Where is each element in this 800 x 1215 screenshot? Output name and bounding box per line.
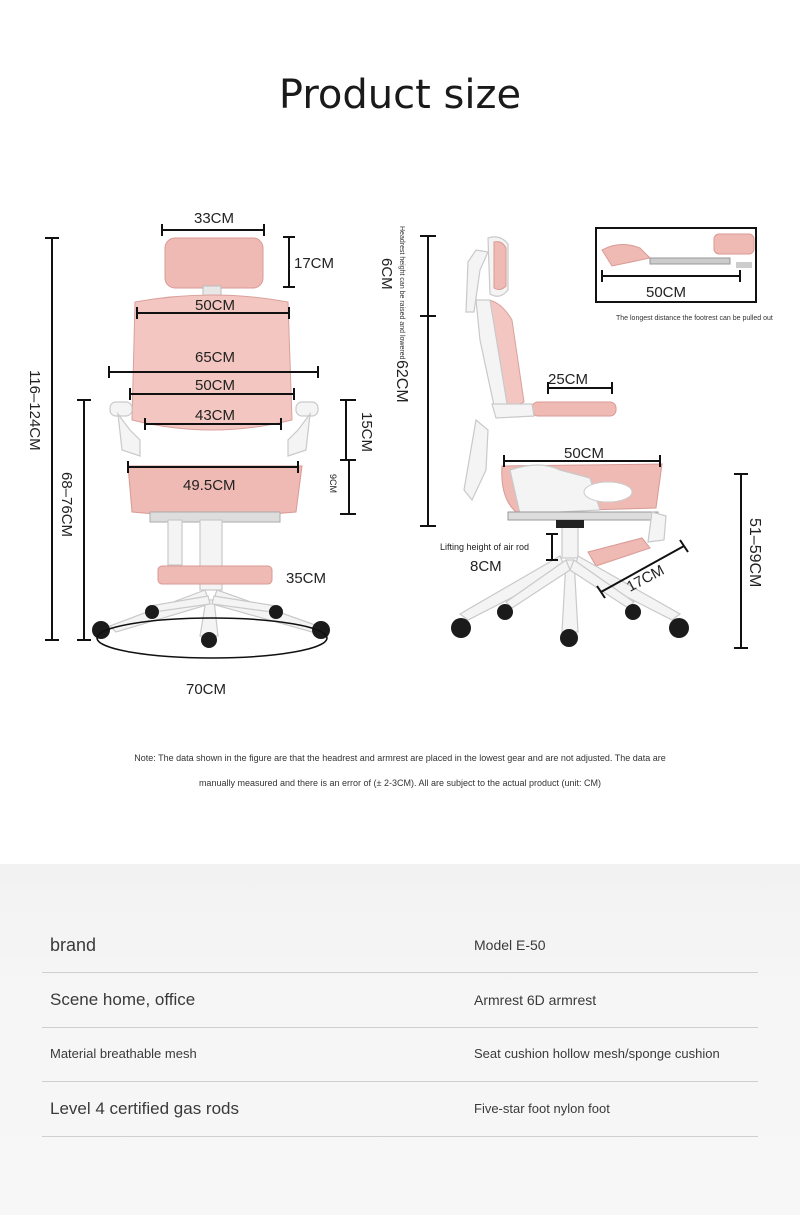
seat-back-width-label: 43CM [195, 407, 235, 424]
headrest-width-label: 33CM [194, 210, 234, 227]
front-chair-illustration [92, 237, 330, 659]
spec-brand: brand [50, 935, 97, 955]
front-dimension-lines [45, 224, 356, 641]
seat-thickness-label: 9CM [328, 474, 338, 493]
headrest-height-label: 17CM [294, 255, 334, 272]
headrest-adjust-label: 6CM [378, 258, 395, 290]
lifting-height-value: 8CM [470, 558, 502, 575]
seat-height-label: 51–59CM [746, 518, 763, 587]
spec-row: Scene home, office Armrest 6D armrest [42, 973, 758, 1028]
note-line-1: Note: The data shown in the figure are t… [134, 753, 666, 763]
armrest-height-label: 68–76CM [58, 472, 75, 537]
overall-width-label: 65CM [195, 349, 235, 366]
spec-armrest: Armrest 6D armrest [474, 992, 597, 1008]
dimension-diagram: 33CM 17CM 50CM 65CM 50CM 43CM 49.5CM 35C… [26, 210, 773, 698]
seat-width-label: 49.5CM [183, 477, 236, 494]
base-diameter-label: 70CM [186, 681, 226, 698]
footrest-extension-inset [595, 227, 757, 303]
armrest-adjust-label: 15CM [358, 412, 375, 452]
spec-gas-rod: Level 4 certified gas rods [50, 1099, 239, 1118]
backrest-top-width-label: 50CM [195, 297, 235, 314]
page-title: Product size [278, 72, 522, 118]
headrest-adjust-note: Headrest height can be raised and lowere… [398, 226, 405, 360]
seat-depth-label: 50CM [564, 445, 604, 462]
note-line-2: manually measured and there is an error … [198, 778, 602, 788]
backrest-height-label: 62CM [393, 360, 410, 403]
spec-row: Material breathable mesh Seat cushion ho… [42, 1027, 758, 1082]
spec-row: brand Model E-50 [42, 918, 758, 973]
side-chair-illustration [451, 236, 689, 647]
spec-model: Model E-50 [474, 937, 546, 953]
measurement-note: Note: The data shown in the figure are t… [80, 746, 720, 796]
spec-foot: Five-star foot nylon foot [474, 1101, 610, 1116]
spec-table: brand Model E-50 Scene home, office Armr… [0, 864, 800, 1215]
spec-seat-cushion: Seat cushion hollow mesh/sponge cushion [474, 1046, 720, 1061]
spec-row: Level 4 certified gas rods Five-star foo… [42, 1082, 758, 1137]
spec-material: Material breathable mesh [50, 1046, 197, 1061]
footrest-width-label: 35CM [286, 570, 326, 587]
spec-scene: Scene home, office [50, 990, 196, 1009]
inset-caption: The longest distance the footrest can be… [616, 315, 773, 322]
inset-value-label: 50CM [646, 284, 686, 301]
backrest-mid-width-label: 50CM [195, 377, 235, 394]
armrest-depth-label: 25CM [548, 371, 588, 388]
lifting-height-label: Lifting height of air rod [440, 542, 529, 552]
total-height-label: 116–124CM [26, 370, 43, 451]
side-dimension-lines [420, 235, 748, 649]
